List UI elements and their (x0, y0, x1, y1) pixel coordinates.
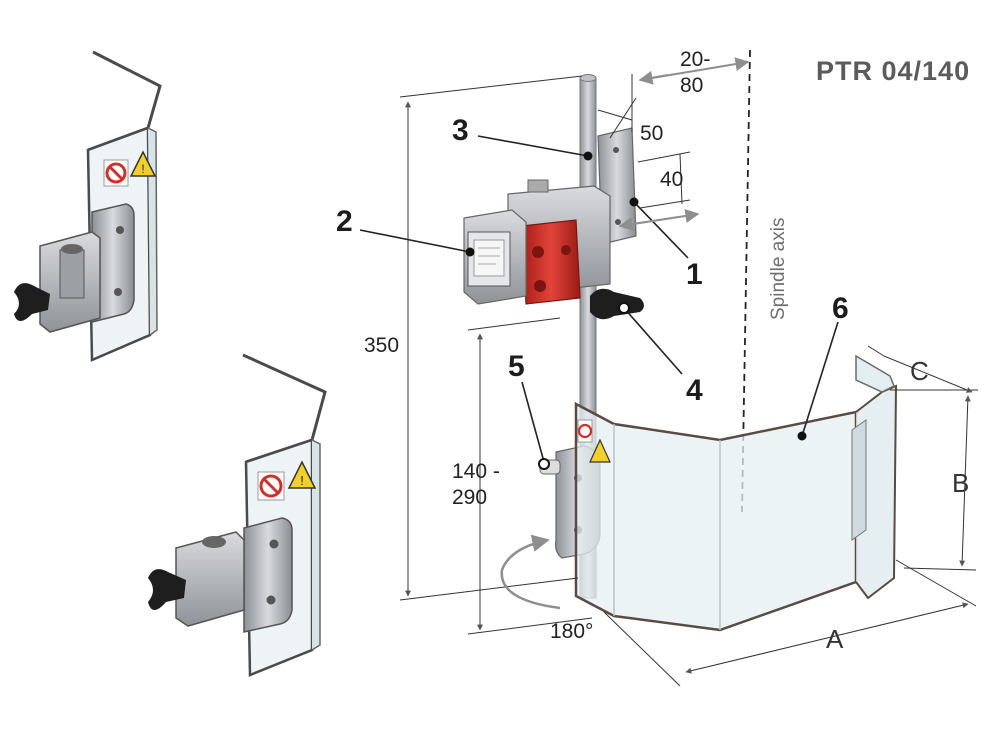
dim-rotation: 180° (550, 620, 594, 643)
callout-5: 5 (508, 350, 525, 383)
dimensions (399, 57, 978, 687)
caution-triangle-icon: ! (129, 150, 157, 177)
no-hand-warning-icon (577, 419, 593, 443)
wing-knob-icon (14, 283, 50, 321)
red-clamp (521, 219, 581, 305)
dim-A: A (826, 624, 844, 654)
wing-knob-icon (590, 288, 644, 320)
svg-text:!: ! (141, 162, 144, 176)
dim-40: 40 (660, 168, 684, 191)
side-view-bottom: ! (148, 353, 327, 677)
spindle-axis-label: Spindle axis (768, 217, 789, 320)
dim-range-top: 140 - (452, 460, 500, 483)
dim-B: B (952, 468, 970, 498)
callout-6: 6 (832, 292, 849, 325)
transparent-shield (574, 401, 858, 632)
svg-text:!: ! (300, 473, 304, 488)
callout-1: 1 (686, 258, 703, 291)
caution-triangle-icon: ! (287, 460, 317, 489)
dim-offset-bottom: 80 (680, 74, 704, 97)
product-title: PTR 04/140 (816, 56, 971, 86)
wing-knob-icon (148, 569, 186, 610)
dim-50: 50 (640, 122, 664, 145)
no-hand-warning-icon (257, 471, 285, 501)
caution-triangle-icon (589, 438, 611, 463)
callout-2: 2 (336, 205, 353, 238)
side-view-top: ! (14, 50, 162, 362)
dim-offset-top: 20- (680, 48, 711, 71)
callout-3: 3 (452, 114, 469, 147)
main-assembly (359, 49, 898, 632)
dim-range-bottom: 290 (452, 486, 488, 509)
callout-4: 4 (686, 374, 703, 407)
dim-C: C (910, 356, 929, 386)
no-hand-warning-icon (103, 159, 129, 187)
dim-350: 350 (364, 334, 400, 357)
